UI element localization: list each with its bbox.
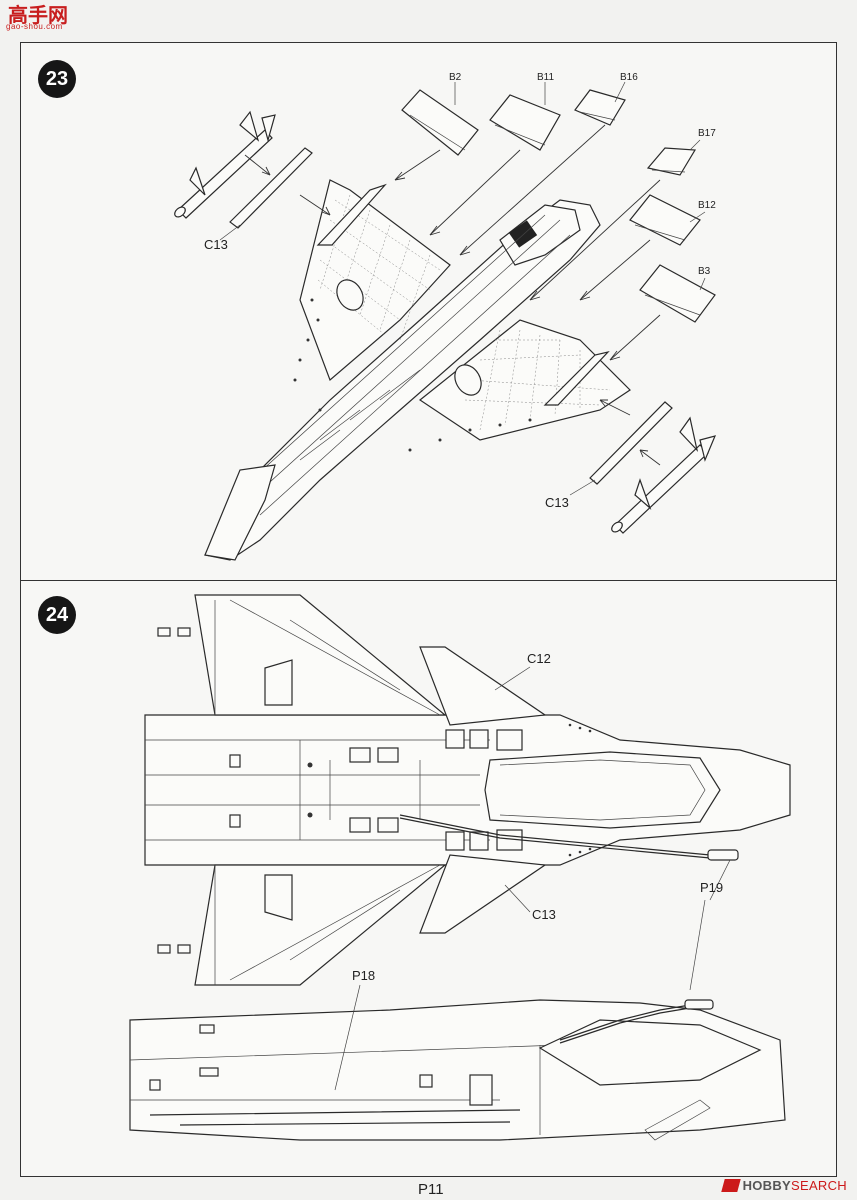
fuselage-23 xyxy=(204,199,601,561)
hobby-search-logo-icon xyxy=(720,1179,741,1192)
hobby-search-text: HOBBYSEARCH xyxy=(742,1178,847,1193)
part-label-p19: P19 xyxy=(700,880,724,895)
part-label-b3: B3 xyxy=(698,266,711,277)
part-label-p18: P18 xyxy=(352,968,376,983)
watermark-url: gao-shou.com xyxy=(6,22,63,31)
part-label-b16: B16 xyxy=(620,72,638,83)
part-label-b17: B17 xyxy=(698,128,716,139)
part-label-c13-lower: C13 xyxy=(545,495,569,510)
watermark-brand: 高手网 xyxy=(8,5,68,27)
launch-rail-lower xyxy=(589,401,673,485)
instruction-frame xyxy=(20,42,837,1177)
page-number: P11 xyxy=(418,1181,444,1198)
right-wing-23 xyxy=(418,319,631,441)
launch-rail-upper xyxy=(229,147,313,229)
missile-upper-left xyxy=(174,110,276,219)
part-label-c13: C13 xyxy=(532,907,556,922)
step-divider xyxy=(20,580,837,581)
step-24-number: 24 xyxy=(38,596,76,634)
part-label-c13-upper: C13 xyxy=(204,237,228,252)
part-label-c12: C12 xyxy=(527,651,551,666)
canopy-24 xyxy=(484,751,721,829)
missile-lower-right xyxy=(611,416,717,534)
part-label-b2: B2 xyxy=(449,72,462,83)
part-label-b11: B11 xyxy=(537,72,555,83)
fin-c12 xyxy=(419,646,547,726)
step-23-number: 23 xyxy=(38,60,76,98)
watermark: 高手网 xyxy=(8,6,68,26)
fin-c13 xyxy=(419,854,547,934)
part-label-b12: B12 xyxy=(698,200,716,211)
flap-parts-23 xyxy=(401,89,716,323)
hobby-search-logo: HOBBYSEARCH xyxy=(720,1178,847,1193)
